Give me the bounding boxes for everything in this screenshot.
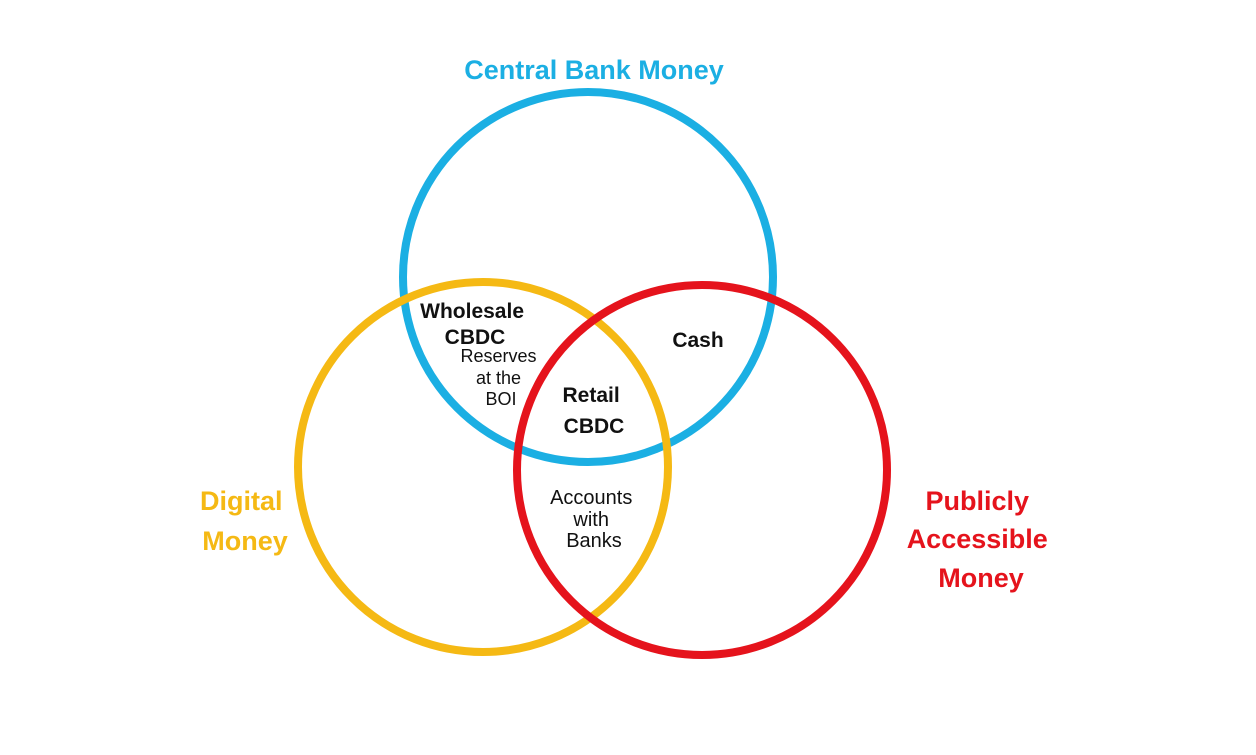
publicly-accessible-money-label-line: Money xyxy=(938,563,1024,593)
central-bank-money-circle xyxy=(399,88,777,466)
digital-money-label-line: Money xyxy=(202,526,288,556)
reserves-label: Reserves at the BOI xyxy=(460,346,541,409)
retail-cbdc-label: Retail CBDC xyxy=(562,384,625,438)
accounts-with-banks-line: Banks xyxy=(566,530,622,552)
reserves-line: at the xyxy=(476,368,521,388)
publicly-accessible-money-label-line: Accessible xyxy=(907,524,1048,554)
publicly-accessible-money-circle xyxy=(513,281,891,659)
publicly-accessible-money-label-line: Publicly xyxy=(925,486,1029,516)
wholesale-cbdc-label: Wholesale CBDC xyxy=(420,300,530,349)
cash-label: Cash xyxy=(672,329,723,352)
publicly-accessible-money-label: Publicly Accessible Money xyxy=(907,486,1056,593)
accounts-with-banks-label: Accounts with Banks xyxy=(550,487,638,552)
wholesale-cbdc-line: CBDC xyxy=(445,326,506,349)
retail-cbdc-line: Retail xyxy=(562,384,619,407)
reserves-line: BOI xyxy=(485,389,516,409)
accounts-with-banks-line: with xyxy=(572,509,609,531)
digital-money-circle xyxy=(294,278,672,656)
retail-cbdc-line: CBDC xyxy=(564,415,625,438)
accounts-with-banks-line: Accounts xyxy=(550,487,632,509)
wholesale-cbdc-line: Wholesale xyxy=(420,300,524,323)
digital-money-label-line: Digital xyxy=(200,486,283,516)
central-bank-money-label: Central Bank Money xyxy=(464,55,724,85)
digital-money-label: Digital Money xyxy=(200,486,290,556)
reserves-line: Reserves xyxy=(460,346,536,366)
